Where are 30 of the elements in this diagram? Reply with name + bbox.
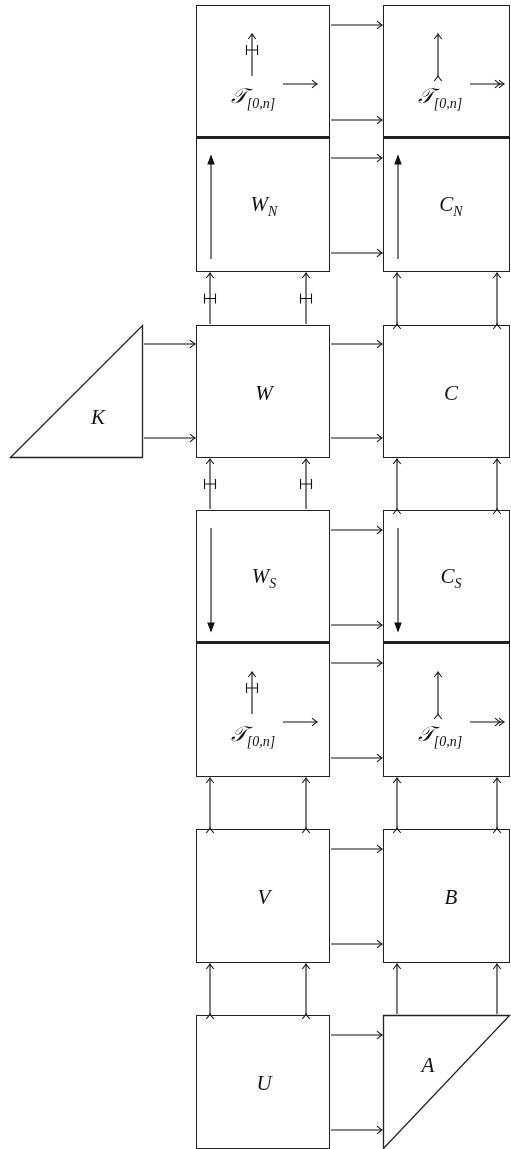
math-label: A [421, 1054, 435, 1076]
math-label: W$_{S}$ [251, 565, 277, 591]
math-label: 𝒯$_{[0,n]}$ [230, 723, 276, 749]
math-box [196, 1015, 330, 1149]
math-label: 𝒯$_{[0,n]}$ [417, 723, 463, 749]
math-box [196, 643, 330, 777]
math-label: K [91, 406, 105, 428]
triangle [10, 325, 143, 458]
math-box [383, 138, 510, 272]
math-label: U [256, 1072, 272, 1094]
math-box [196, 5, 330, 138]
math-box [196, 138, 330, 272]
math-label: C$_{N}$ [439, 193, 463, 219]
math-box [196, 325, 330, 458]
triangle [383, 1015, 510, 1149]
math-box [383, 510, 510, 643]
math-box [196, 829, 330, 963]
math-label: B [444, 886, 458, 908]
math-label: 𝒯$_{[0,n]}$ [417, 85, 463, 111]
math-label: C [444, 382, 458, 404]
math-label: 𝒯$_{[0,n]}$ [230, 85, 276, 111]
math-box [383, 829, 510, 963]
math-label: W$_{N}$ [250, 193, 278, 219]
math-box [383, 5, 510, 138]
math-label: W [255, 382, 273, 404]
math-box [383, 643, 510, 777]
math-label: C$_{S}$ [440, 565, 462, 591]
math-box [196, 510, 330, 643]
math-label: V [257, 886, 271, 908]
math-box [383, 325, 510, 458]
